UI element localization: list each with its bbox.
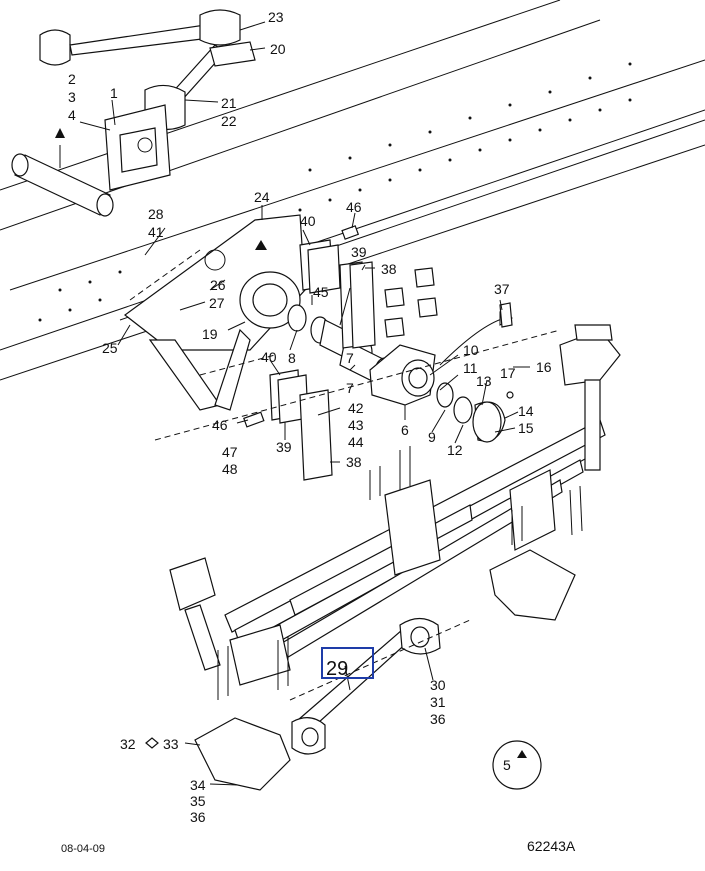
callout-37[interactable]: 37 bbox=[494, 281, 510, 297]
lower-torque-rod bbox=[291, 617, 441, 755]
note-triangle-icon bbox=[517, 750, 527, 758]
rear-axle-seat bbox=[489, 549, 576, 621]
callout-41[interactable]: 41 bbox=[148, 224, 164, 240]
callout-1[interactable]: 1 bbox=[110, 85, 118, 101]
callout-9[interactable]: 9 bbox=[428, 429, 436, 445]
selection-highlight-29[interactable] bbox=[321, 647, 374, 679]
callout-38b[interactable]: 38 bbox=[346, 454, 362, 470]
callout-10[interactable]: 10 bbox=[463, 342, 479, 358]
callout-27[interactable]: 27 bbox=[209, 295, 225, 311]
callout-45[interactable]: 45 bbox=[313, 284, 329, 300]
callout-2[interactable]: 2 bbox=[68, 71, 76, 87]
callout-7a[interactable]: 7 bbox=[346, 350, 354, 366]
callout-12[interactable]: 12 bbox=[447, 442, 463, 458]
note-triangle-icon bbox=[55, 128, 65, 138]
callout-5[interactable]: 5 bbox=[503, 757, 511, 773]
callout-39a[interactable]: 39 bbox=[351, 244, 367, 260]
callout-26[interactable]: 26 bbox=[210, 277, 226, 293]
callout-labels: 23 20 2 3 4 1 21 22 24 40 46 28 41 39 38… bbox=[68, 9, 552, 825]
hub-cover bbox=[436, 382, 514, 443]
callout-43[interactable]: 43 bbox=[348, 417, 364, 433]
callout-36a[interactable]: 36 bbox=[430, 711, 446, 727]
callout-7b[interactable]: 7 bbox=[346, 380, 354, 396]
drawing-number: 62243A bbox=[527, 838, 576, 854]
shim-pack-upper bbox=[299, 225, 376, 349]
rear-shackle bbox=[559, 324, 621, 471]
callout-24[interactable]: 24 bbox=[254, 189, 270, 205]
bracket-1 bbox=[104, 104, 171, 191]
callout-40b[interactable]: 40 bbox=[261, 349, 277, 365]
callout-34[interactable]: 34 bbox=[190, 777, 206, 793]
callout-47[interactable]: 47 bbox=[222, 444, 238, 460]
spring-seat bbox=[369, 311, 514, 406]
callout-25[interactable]: 25 bbox=[102, 340, 118, 356]
callout-14[interactable]: 14 bbox=[518, 403, 534, 419]
callout-28[interactable]: 28 bbox=[148, 206, 164, 222]
callout-32[interactable]: 32 bbox=[120, 736, 136, 752]
callout-23[interactable]: 23 bbox=[268, 9, 284, 25]
shim-pack-lower bbox=[243, 369, 333, 481]
hanger-plate bbox=[124, 214, 306, 411]
callout-33[interactable]: 33 bbox=[163, 736, 179, 752]
front-axle-seat bbox=[194, 717, 291, 791]
callout-6[interactable]: 6 bbox=[401, 422, 409, 438]
callout-36b[interactable]: 36 bbox=[190, 809, 206, 825]
leaf-spring bbox=[224, 419, 606, 666]
note-triangle-icon bbox=[255, 240, 267, 250]
view-reference-circle bbox=[492, 740, 542, 790]
callout-20[interactable]: 20 bbox=[270, 41, 286, 57]
callout-17[interactable]: 17 bbox=[500, 365, 516, 381]
front-ubolt-assembly bbox=[169, 557, 291, 700]
callout-39b[interactable]: 39 bbox=[276, 439, 292, 455]
callout-40a[interactable]: 40 bbox=[300, 213, 316, 229]
callout-48[interactable]: 48 bbox=[222, 461, 238, 477]
callout-35[interactable]: 35 bbox=[190, 793, 206, 809]
callout-46a[interactable]: 46 bbox=[346, 199, 362, 215]
callout-13[interactable]: 13 bbox=[476, 373, 492, 389]
drawing-date: 08-04-09 bbox=[61, 843, 105, 855]
callout-19[interactable]: 19 bbox=[202, 326, 218, 342]
callout-15[interactable]: 15 bbox=[518, 420, 534, 436]
diamond-icon bbox=[145, 737, 159, 749]
callout-8[interactable]: 8 bbox=[288, 350, 296, 366]
callout-38a[interactable]: 38 bbox=[381, 261, 397, 277]
callout-42[interactable]: 42 bbox=[348, 400, 364, 416]
callout-21[interactable]: 21 bbox=[221, 95, 237, 111]
callout-22[interactable]: 22 bbox=[221, 113, 237, 129]
leader-lines bbox=[79, 21, 530, 786]
centre-lines bbox=[129, 249, 561, 701]
callout-31[interactable]: 31 bbox=[430, 694, 446, 710]
callout-4[interactable]: 4 bbox=[68, 107, 76, 123]
spring-pin bbox=[11, 128, 114, 217]
callout-11[interactable]: 11 bbox=[463, 360, 478, 376]
callout-30[interactable]: 30 bbox=[430, 677, 446, 693]
callout-44[interactable]: 44 bbox=[348, 434, 364, 450]
callout-29[interactable]: 29 bbox=[326, 658, 348, 680]
callout-16[interactable]: 16 bbox=[536, 359, 552, 375]
nut-set bbox=[384, 267, 513, 338]
callout-3[interactable]: 3 bbox=[68, 89, 76, 105]
callout-46b[interactable]: 46 bbox=[212, 417, 228, 433]
